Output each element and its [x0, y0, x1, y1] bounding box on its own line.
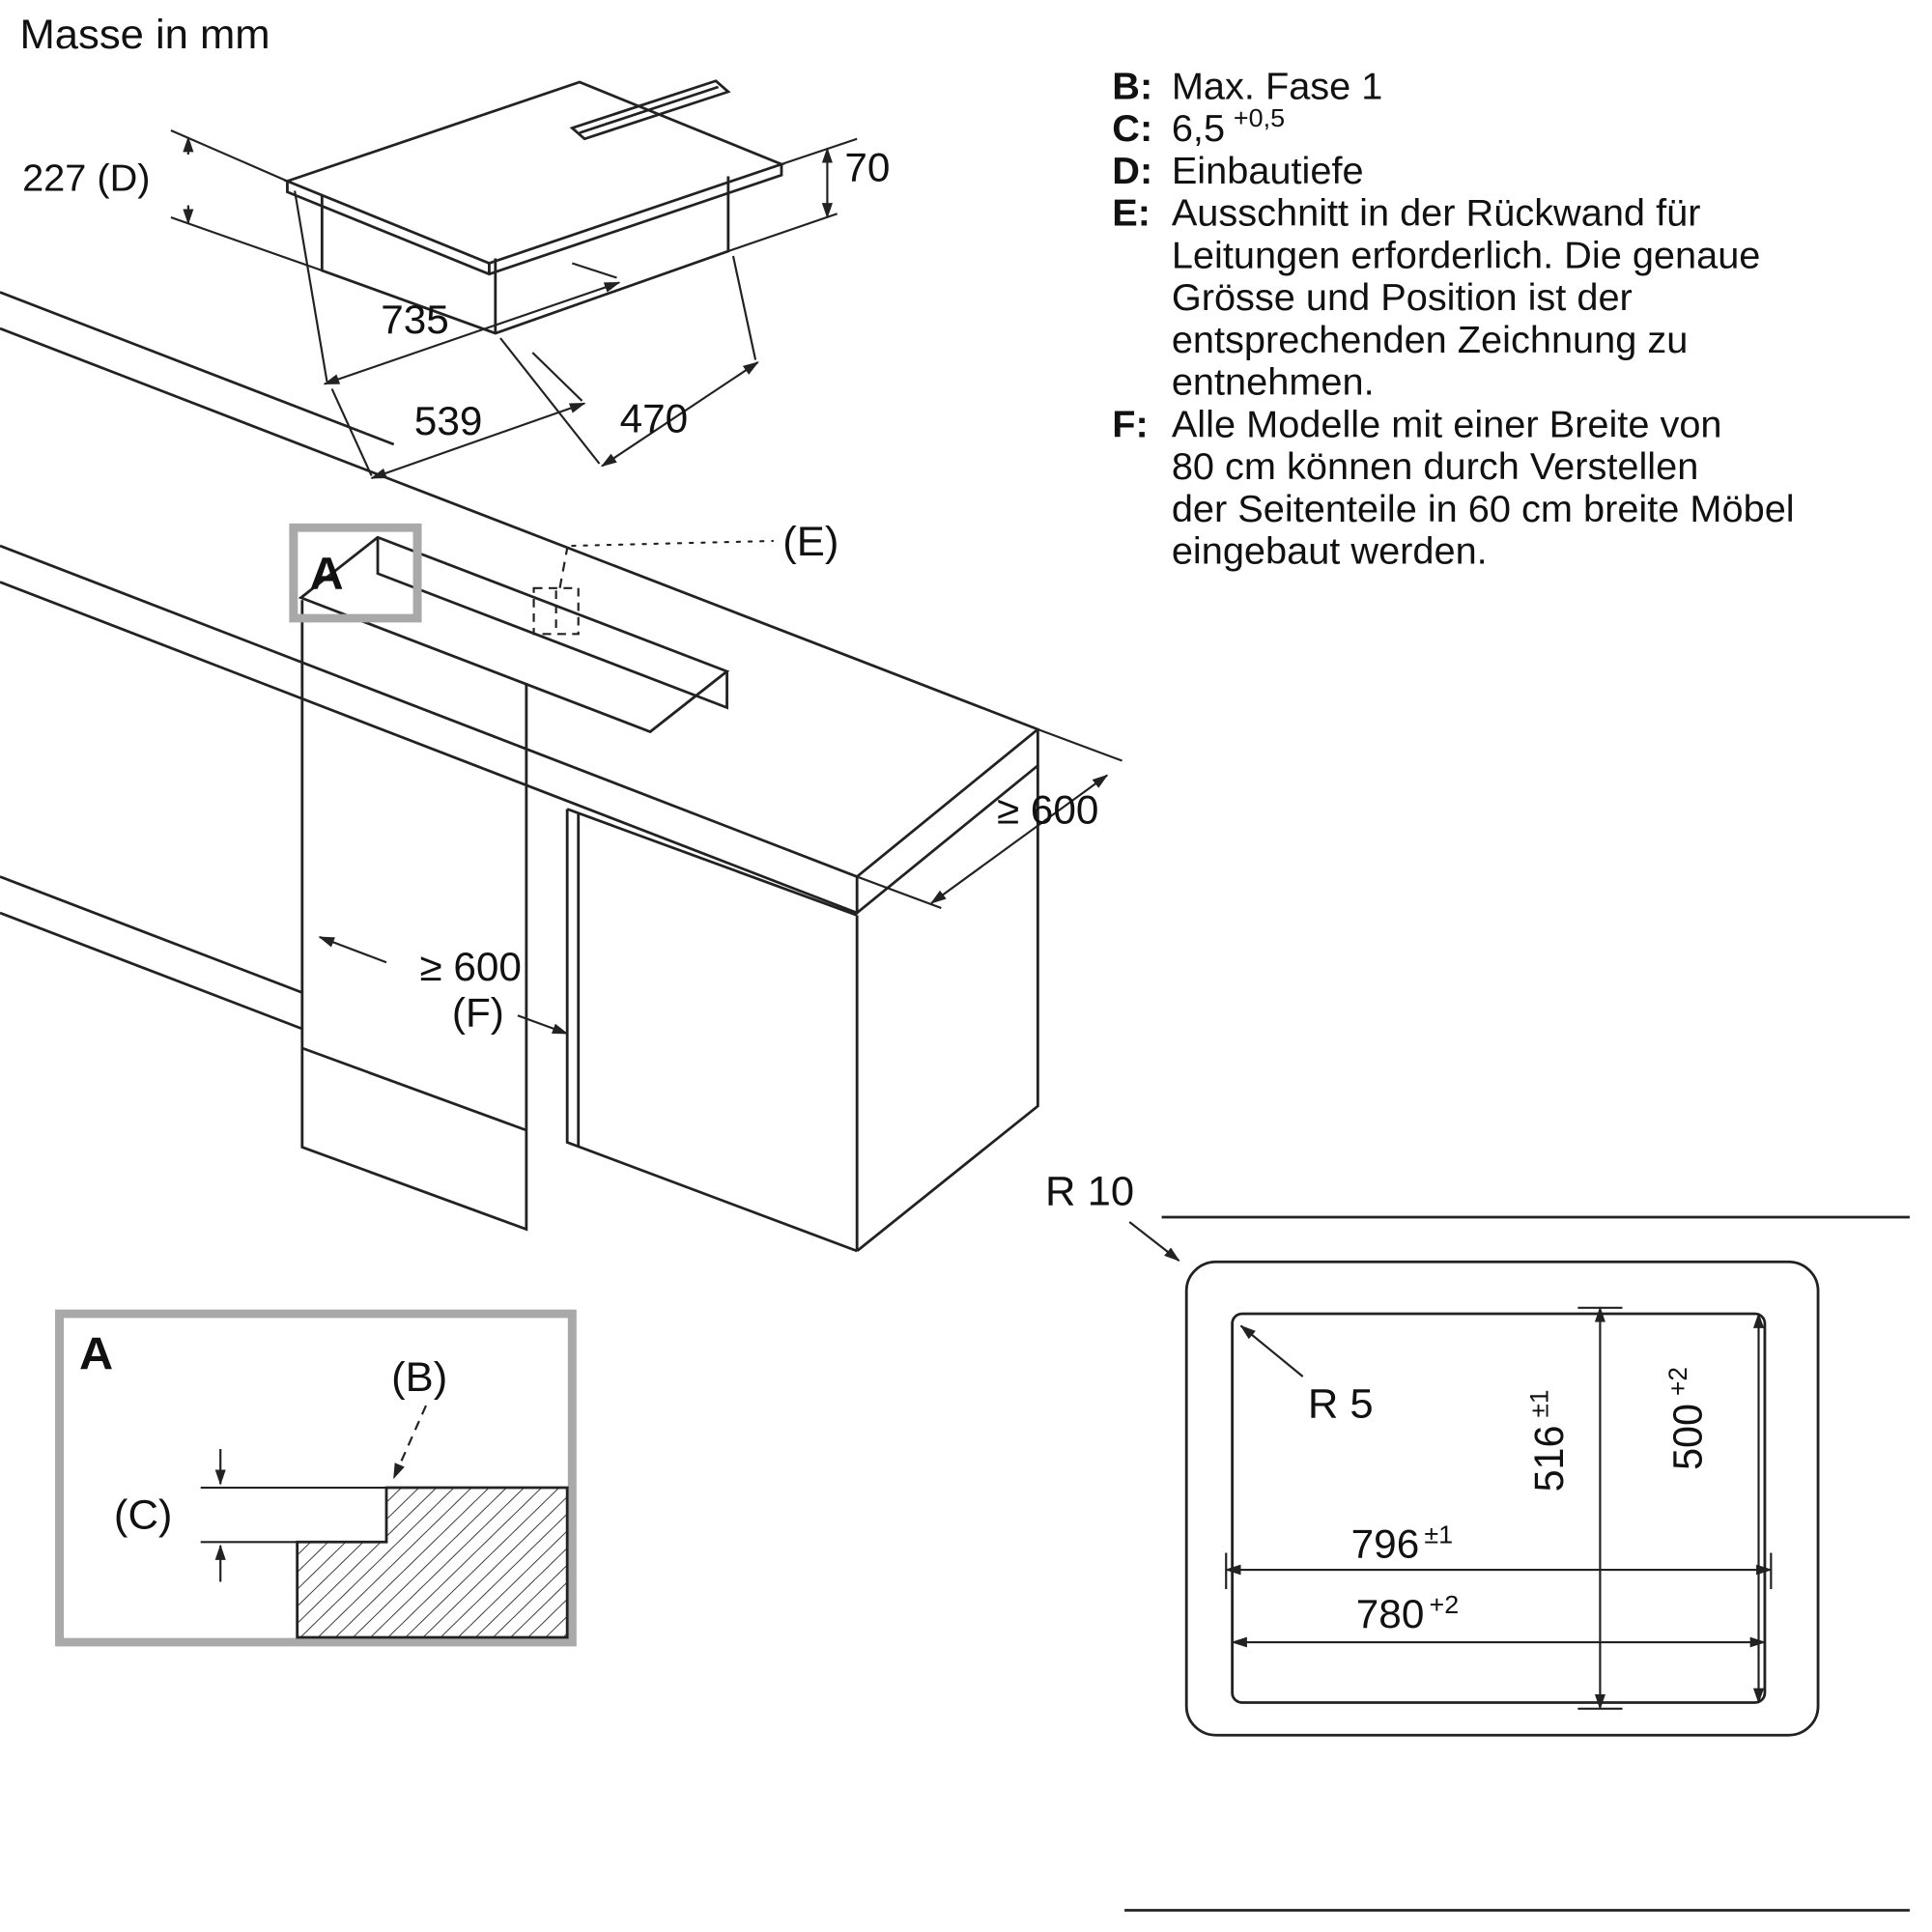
- dim-depth-label: ≥ 600: [997, 787, 1099, 832]
- counter-isometric: A (E) ≥ 600 ≥ 600 (F): [0, 291, 1122, 1253]
- legend-key-c: C:: [1112, 108, 1152, 150]
- legend-text-e-1: Ausschnitt in der Rückwand für: [1172, 192, 1701, 234]
- cutout-top-view: R 10 R 5 516 ±1 500 +2 796 ±1 780 +2: [1045, 1169, 1910, 1912]
- legend-text-c: 6,5: [1172, 108, 1225, 150]
- detail-a-frame: [55, 1309, 577, 1647]
- legend: B: Max. Fase 1 C: 6,5 +0,5 D: Einbautief…: [1112, 66, 1794, 573]
- detail-b-label: (B): [391, 1354, 447, 1400]
- detail-c-extensions: [200, 1486, 387, 1544]
- dim-470-extensions: [499, 255, 757, 465]
- dim-70-label: 70: [844, 145, 890, 189]
- dim-796-value: 796: [1351, 1521, 1420, 1566]
- detail-c-label: (C): [114, 1492, 173, 1538]
- rear-wall-cutout-connector: [558, 548, 569, 588]
- legend-text-b: Max. Fase 1: [1172, 66, 1383, 107]
- dim-539-line: [370, 402, 586, 479]
- legend-text-e-2: Leitungen erforderlich. Die genaue: [1172, 235, 1761, 276]
- e-leader-line: [571, 539, 775, 548]
- dim-depth-extensions: [856, 728, 1122, 909]
- f-label: (F): [452, 990, 504, 1035]
- worktop-cutout: [298, 535, 730, 734]
- dim-780-value: 780: [1356, 1591, 1425, 1635]
- legend-text-e-4: entsprechenden Zeichnung zu: [1172, 319, 1689, 360]
- e-label: (E): [782, 519, 838, 564]
- detail-b-arrow: [392, 1405, 428, 1480]
- cutout-outline: [1231, 1312, 1767, 1704]
- dim-500-value: 500: [1664, 1404, 1711, 1470]
- dim-735-line: [323, 281, 621, 385]
- dim-516-value: 516: [1525, 1426, 1572, 1492]
- detail-a-marker-box: [289, 523, 422, 623]
- dim-735-extensions: [294, 190, 617, 383]
- dim-516-label-group: 516 ±1: [1524, 1389, 1572, 1492]
- hob-glass-top: [283, 80, 785, 265]
- right-cabinet: [565, 765, 1039, 1253]
- detail-a-label: A: [79, 1328, 113, 1379]
- plinth-lines: [0, 875, 303, 1031]
- dim-width-arrow-left: [318, 936, 387, 964]
- page-title: Masse in mm: [20, 12, 270, 57]
- r5-arrow: [1239, 1324, 1304, 1378]
- legend-text-f-2: 80 cm können durch Verstellen: [1172, 446, 1698, 488]
- dim-735-label: 735: [381, 297, 449, 341]
- open-cabinet: [300, 600, 528, 1232]
- worktop-cross-section: [296, 1486, 569, 1639]
- countertop-slab: [0, 327, 1039, 915]
- legend-key-b: B:: [1112, 66, 1152, 107]
- r10-arrow: [1128, 1221, 1180, 1262]
- r10-label: R 10: [1045, 1169, 1134, 1214]
- worktop-cutout-inner-face: [376, 537, 728, 710]
- r5-label: R 5: [1308, 1381, 1374, 1427]
- dim-width-label: ≥ 600: [419, 944, 522, 988]
- detail-a-marker-label: A: [310, 549, 344, 600]
- legend-text-f-1: Alle Modelle mit einer Breite von: [1172, 404, 1722, 445]
- dim-227-label: 227 (D): [22, 157, 150, 199]
- worktop-outline: [1184, 1260, 1820, 1737]
- dim-470-line: [600, 361, 759, 468]
- legend-key-e: E:: [1112, 192, 1151, 234]
- dim-depth-line: [929, 774, 1109, 904]
- wall-line: [0, 291, 395, 446]
- dim-780-tol: +2: [1429, 1590, 1459, 1619]
- legend-text-f-4: eingebaut werden.: [1172, 530, 1488, 572]
- dim-70-extensions: [727, 137, 858, 253]
- hob-glass-thickness: [286, 164, 783, 276]
- dim-500-tol: +2: [1663, 1367, 1692, 1396]
- dim-470-label: 470: [620, 396, 689, 440]
- dim-796-tol: ±1: [1424, 1520, 1453, 1549]
- legend-text-e-3: Grösse und Position ist der: [1172, 277, 1633, 319]
- hob-isometric: 227 (D) 70 735 539 470: [22, 79, 890, 479]
- vent-slot: [569, 79, 731, 141]
- dim-516-tol: ±1: [1524, 1389, 1553, 1417]
- dim-500-label-group: 500 +2: [1663, 1367, 1711, 1470]
- legend-key-f: F:: [1112, 404, 1149, 445]
- detail-a-view: A (C) (B): [55, 1309, 577, 1647]
- dim-width-arrow-right: [517, 1014, 569, 1035]
- legend-text-f-3: der Seitenteile in 60 cm breite Möbel: [1172, 488, 1795, 529]
- dim-227-extensions: [170, 129, 323, 271]
- dim-539-extensions: [330, 352, 583, 476]
- dim-539-label: 539: [414, 398, 483, 442]
- legend-key-d: D:: [1112, 150, 1152, 191]
- legend-text-d: Einbautiefe: [1172, 150, 1364, 191]
- legend-text-e-5: entnehmen.: [1172, 361, 1375, 403]
- dim-796-ticks: [1225, 1552, 1773, 1589]
- legend-text-c-sup: +0,5: [1234, 104, 1285, 133]
